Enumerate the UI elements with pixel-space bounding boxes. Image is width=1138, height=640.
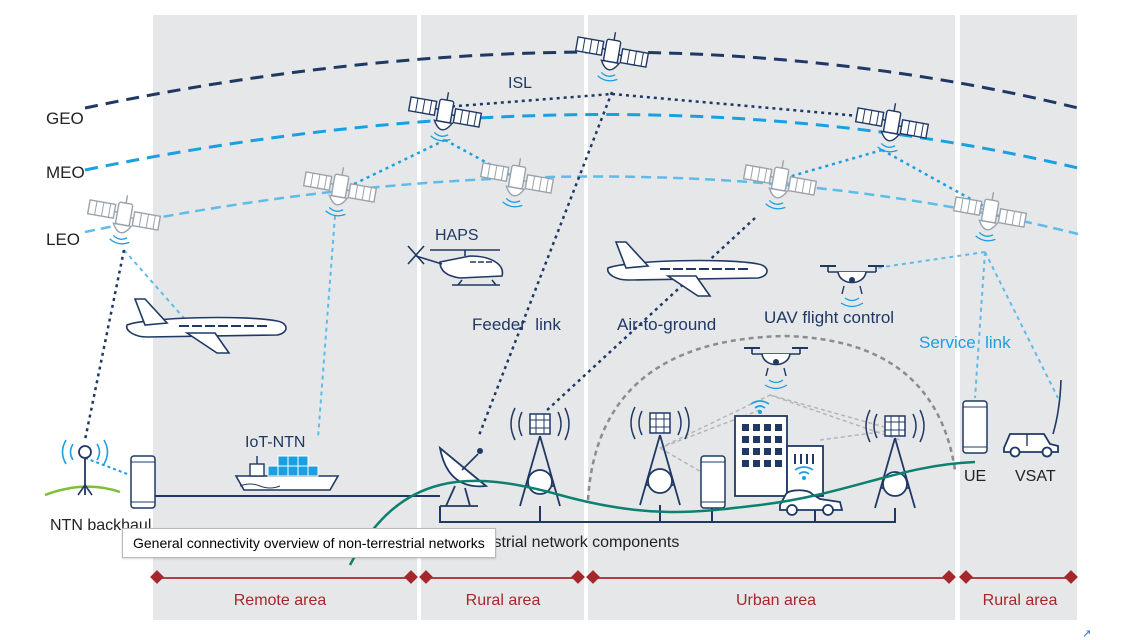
rural-area-label-2: Rural area <box>983 592 1058 609</box>
meo-orbit <box>84 113 1079 172</box>
image-tooltip: General connectivity overview of non-ter… <box>122 528 496 558</box>
expand-icon[interactable]: ↗ <box>1082 627 1092 640</box>
phone-icon <box>962 400 988 454</box>
remote-area-label: Remote area <box>234 592 327 609</box>
meo-label: MEO <box>46 163 85 182</box>
vehicle-icon <box>1003 379 1062 458</box>
air-to-ground-label: Air-to-ground <box>617 315 716 334</box>
satellite-dish-icon <box>438 445 489 507</box>
building-icon <box>734 415 824 497</box>
iot-ntn-label: IoT-NTN <box>245 434 305 451</box>
service-link-label: Service link <box>919 333 1011 352</box>
ship-icon <box>234 455 340 491</box>
car-icon <box>779 489 844 516</box>
service-links <box>123 215 1059 439</box>
leo-satellite-icon <box>82 188 164 251</box>
isl-links <box>444 92 883 120</box>
geo-orbit <box>84 50 1079 110</box>
antenna-icon <box>61 439 109 496</box>
haps-label: HAPS <box>435 227 479 244</box>
helicopter-icon <box>407 245 504 286</box>
isl-label: ISL <box>508 75 532 92</box>
feeder-links <box>83 91 756 441</box>
urban-coverage-dome <box>586 334 957 501</box>
leo-label: LEO <box>46 230 80 249</box>
phone-icon <box>700 455 726 509</box>
meo-links <box>349 138 986 209</box>
geo-label: GEO <box>46 109 84 128</box>
rural-area-label: Rural area <box>466 592 541 609</box>
urban-area-label: Urban area <box>736 592 816 609</box>
area-dividers <box>150 570 1078 584</box>
ground-curve <box>348 460 976 566</box>
uav-flight-control-label: UAV flight control <box>764 308 894 327</box>
terrestrial-network-label: Terrestrial network components <box>457 534 679 551</box>
phone-icon <box>130 455 156 509</box>
leo-orbit <box>84 175 1079 236</box>
ue-label: UE <box>964 468 986 485</box>
feeder-link-label: Feeder link <box>472 315 561 334</box>
vsat-label: VSAT <box>1015 468 1056 485</box>
